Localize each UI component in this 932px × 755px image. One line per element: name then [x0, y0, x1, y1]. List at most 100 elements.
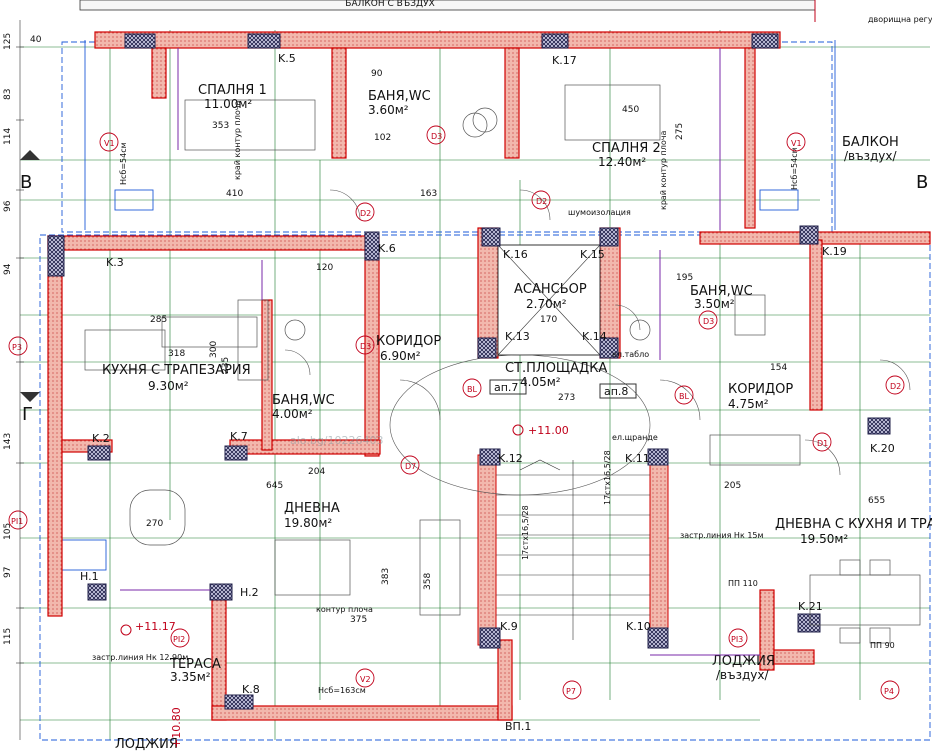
room-elevator-area: 2.70м² [526, 297, 567, 311]
note-contour-1: контур плоча [316, 605, 373, 614]
note-stairs-a: 17стх16,5/28 [521, 505, 530, 560]
stair-core-left-wall [477, 454, 497, 646]
note-glass-line: застр.линия Нк 12.90м [92, 653, 188, 662]
dim-195: 195 [676, 273, 693, 283]
dim-left-94: 94 [3, 263, 13, 275]
opening-pi1: PI1 [11, 517, 23, 526]
dim-left-143: 143 [3, 433, 13, 450]
room-elevator-name: АСАНСЬОР [514, 282, 587, 297]
dim-375: 375 [350, 615, 367, 625]
col-k12: K.12 [498, 452, 523, 465]
room-loggia1-sub: /въздух/ [716, 668, 769, 682]
room-kitchen-name: КУХНЯ С ТРАПЕЗАРИЯ [102, 363, 251, 378]
level-terrace: +11.17 [135, 620, 176, 633]
note-el-shield: ел.щранде [612, 433, 658, 442]
note-glass-line-2: застр.линия Нк 15м [680, 531, 764, 540]
room-balcony-name: БАЛКОН [842, 135, 899, 150]
col-h2: H.2 [240, 586, 259, 599]
watermark: alo.bg/10226403 [290, 434, 384, 447]
ap7-label: ап.7 [494, 381, 518, 394]
axis-b-right: В [916, 172, 928, 193]
opening-markers [8, 125, 905, 700]
room-corridor2-area: 4.75м² [728, 397, 769, 411]
opening-bl1: BL [467, 385, 477, 394]
columns [47, 33, 891, 710]
level-terrace-icon [120, 624, 132, 636]
room-bath1-name: БАНЯ,WC [368, 89, 431, 104]
room-bedroom1-name: СПАЛНЯ 1 [198, 83, 267, 98]
col-k21: K.21 [798, 600, 823, 613]
dimension-lines [20, 30, 930, 740]
ap7-box [489, 379, 527, 395]
col-k17: K.17 [552, 54, 577, 67]
col-k20: K.20 [870, 442, 895, 455]
opening-d3b: D3 [703, 317, 714, 326]
dim-383: 383 [381, 568, 391, 585]
dim-273: 273 [558, 393, 575, 403]
dim-275a: 275 [675, 123, 685, 140]
col-k10: K.10 [626, 620, 651, 633]
dim-204: 204 [308, 467, 325, 477]
col-k14: K.14 [582, 330, 607, 343]
landing-circle [389, 354, 651, 496]
opening-d2b: D2 [536, 197, 547, 206]
note-stairs-b: 17стх16,5/28 [603, 450, 612, 505]
opening-p7: P7 [566, 687, 576, 696]
col-k9: K.9 [500, 620, 518, 633]
col-k11: K.11 [625, 452, 650, 465]
dim-left-114: 114 [3, 128, 13, 145]
dim-left-115: 115 [3, 628, 13, 645]
dim-left-125: 125 [3, 33, 13, 50]
opening-d7: D7 [405, 462, 416, 471]
top-right-note: дворищна регулац [868, 15, 932, 24]
dim-154: 154 [770, 363, 787, 373]
opening-d3a: D3 [360, 342, 371, 351]
room-landing-name: СТ.ПЛОЩАДКА [505, 361, 607, 376]
opening-d1: D1 [817, 439, 828, 448]
note-shumoizolacia: шумоизолация [568, 208, 631, 217]
top-banner-text: БАЛКОН С ВЪЗДУХ [345, 0, 434, 9]
level-lower: +10.80 [170, 707, 183, 748]
col-k2: K.2 [92, 432, 110, 445]
col-k16: K.16 [503, 248, 528, 261]
room-bath2-area: 4.00м² [272, 407, 313, 421]
dim-235: 235 [221, 357, 231, 374]
dim-120: 120 [316, 263, 333, 273]
room-corridor2-name: КОРИДОР [728, 382, 793, 397]
room-loggia1-name: ЛОДЖИЯ [712, 654, 775, 669]
level-main-icon [512, 424, 524, 436]
room-terrace-area: 3.35м² [170, 670, 211, 684]
axis-g-left: Г [22, 404, 33, 425]
ap8-label: ап.8 [604, 385, 628, 398]
dim-410: 410 [226, 189, 243, 199]
col-k19: K.19 [822, 245, 847, 258]
col-k6: K.6 [378, 242, 396, 255]
note-hcb54-b: Нсб=54см [790, 147, 799, 190]
ap8-box [599, 383, 637, 399]
interior-partitions [120, 48, 760, 656]
room-bath3-area: 3.50м² [694, 297, 735, 311]
col-k7: K.7 [230, 430, 248, 443]
col-k5: K.5 [278, 52, 296, 65]
room-bedroom2-name: СПАЛНЯ 2 [592, 141, 661, 156]
left-dim-rail [16, 20, 24, 740]
col-h1: H.1 [80, 570, 99, 583]
room-living1-area: 19.80м² [284, 516, 332, 530]
door-swings [284, 189, 911, 476]
opening-pp90: ПП 90 [870, 641, 895, 650]
dim-645: 645 [266, 481, 283, 491]
opening-v1b: V1 [791, 139, 802, 148]
dim-300: 300 [209, 341, 219, 358]
level-main: +11.00 [528, 424, 569, 437]
dim-353: 353 [212, 121, 229, 131]
dim-358: 358 [423, 573, 433, 590]
col-vp1: ВП.1 [505, 720, 531, 733]
opening-v1a: V1 [104, 139, 115, 148]
dim-270: 270 [146, 519, 163, 529]
room-living1-name: ДНЕВНА [284, 501, 340, 516]
note-el-board: ел.табло [612, 350, 649, 359]
dim-450: 450 [622, 105, 639, 115]
dim-left-96: 96 [3, 200, 13, 212]
dim-205: 205 [724, 481, 741, 491]
